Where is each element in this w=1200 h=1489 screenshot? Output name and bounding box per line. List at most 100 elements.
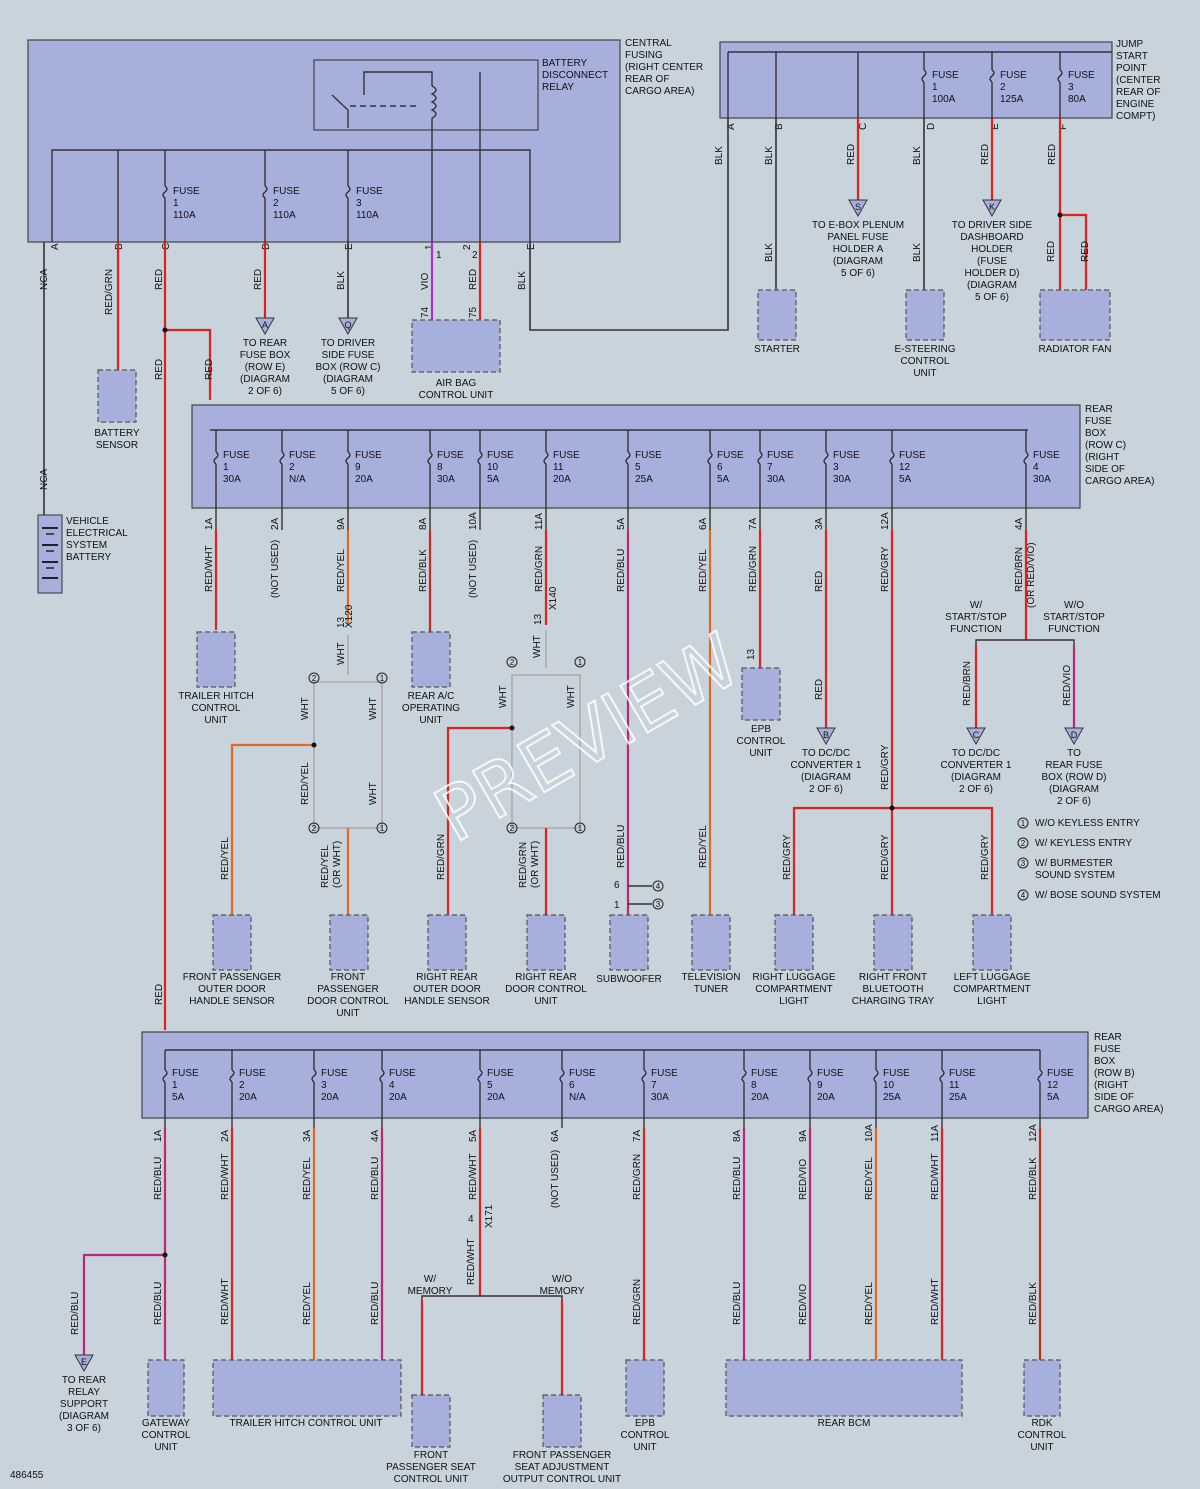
js-wire-blk1: BLK [714, 146, 725, 165]
battery-sensor [97, 369, 137, 423]
connector-x140: X140 [548, 586, 559, 610]
rear-c-pin: 3A [814, 517, 825, 530]
option-markers: 2 1 2 1 2 1 2 1 [308, 656, 586, 834]
rear-b-pin: 4A [370, 1129, 381, 1142]
rear-b-wire-label: RED/WHT [468, 1153, 479, 1200]
wire-redyel: RED/YEL [300, 762, 311, 805]
legend-item-2: W/ KEYLESS ENTRY [1035, 838, 1132, 849]
svg-text:4: 4 [1021, 891, 1026, 900]
wire-label-red-branch: RED [204, 359, 215, 380]
svg-text:2: 2 [510, 824, 515, 833]
rear-ac-operating-unit [411, 631, 451, 688]
subwoofer [609, 914, 649, 971]
rear-b-wire-label-low: RED/BLK [1028, 1282, 1039, 1325]
rear-c-wire-label: RED/GRN [748, 546, 759, 592]
rear-c-pin: 8A [418, 517, 429, 530]
wire-label-vio: VIO [420, 273, 431, 290]
rear-b-wire-label: RED/GRN [632, 1154, 643, 1200]
wire-redgry4: RED/GRY [980, 834, 991, 880]
svg-text:Q: Q [344, 320, 351, 330]
wire-redyel-or: RED/YEL [320, 845, 331, 888]
wire-redvio: RED/VIO [1062, 665, 1073, 706]
right-front-bluetooth-charging-tray [873, 914, 913, 971]
svg-text:S: S [855, 202, 861, 212]
front-passenger-seat-adjustment-output-control-unit [542, 1394, 582, 1448]
wire-wht7: WHT [566, 685, 577, 708]
right-rear-outer-door-handle-sensor [427, 914, 467, 971]
trailer-hitch-control-unit [196, 631, 236, 688]
wire-label-red2: RED [253, 269, 264, 290]
wire-redyel-tv: RED/YEL [698, 825, 709, 868]
rear-b-pin: 1A [153, 1129, 164, 1142]
rear-b-pin: 3A [302, 1129, 313, 1142]
rear-bcm [725, 1359, 963, 1417]
trailer-hitch-control-unit-b [212, 1359, 402, 1417]
js-wire-blk3: BLK [912, 146, 923, 165]
front-passenger-outer-door-handle-sensor [212, 914, 252, 971]
pin-1: 1 [436, 250, 442, 261]
central-pin: E [526, 243, 537, 250]
left-luggage-compartment-light [972, 914, 1012, 971]
rear-c-pin: 7A [748, 517, 759, 530]
wire-redgry3: RED/GRY [880, 834, 891, 880]
front-passenger-seat-control-unit [411, 1394, 451, 1448]
rear-c-pin: 10A [468, 512, 479, 530]
svg-text:2: 2 [1021, 839, 1026, 848]
pin-13a: 13 [336, 616, 347, 628]
rear-b-pin: 8A [732, 1129, 743, 1142]
rear-b-wire-label-low: RED/GRN [632, 1279, 643, 1325]
wire-label-blk2: BLK [517, 271, 528, 290]
jump-pin: E [990, 123, 1001, 130]
rear-c-wire-label: RED/YEL [698, 549, 709, 592]
wire-label-blk1: BLK [336, 271, 347, 290]
wire-redbrn: RED/BRN [962, 661, 973, 706]
svg-text:REAR BCM: REAR BCM [818, 1418, 871, 1429]
rear-b-wire-label-low: RED/WHT [220, 1278, 231, 1325]
wire-wht4: WHT [368, 782, 379, 805]
wire-redgry1: RED/GRY [880, 744, 891, 790]
esteer-wire-blk: BLK [912, 243, 923, 262]
central-pin: D [261, 243, 272, 250]
svg-text:TRAILER HITCH CONTROL UNIT: TRAILER HITCH CONTROL UNIT [230, 1418, 383, 1429]
svg-text:RADIATOR FAN: RADIATOR FAN [1039, 344, 1112, 355]
figure-id: 486455 [10, 1470, 44, 1481]
wire-red-in: RED [154, 984, 165, 1005]
